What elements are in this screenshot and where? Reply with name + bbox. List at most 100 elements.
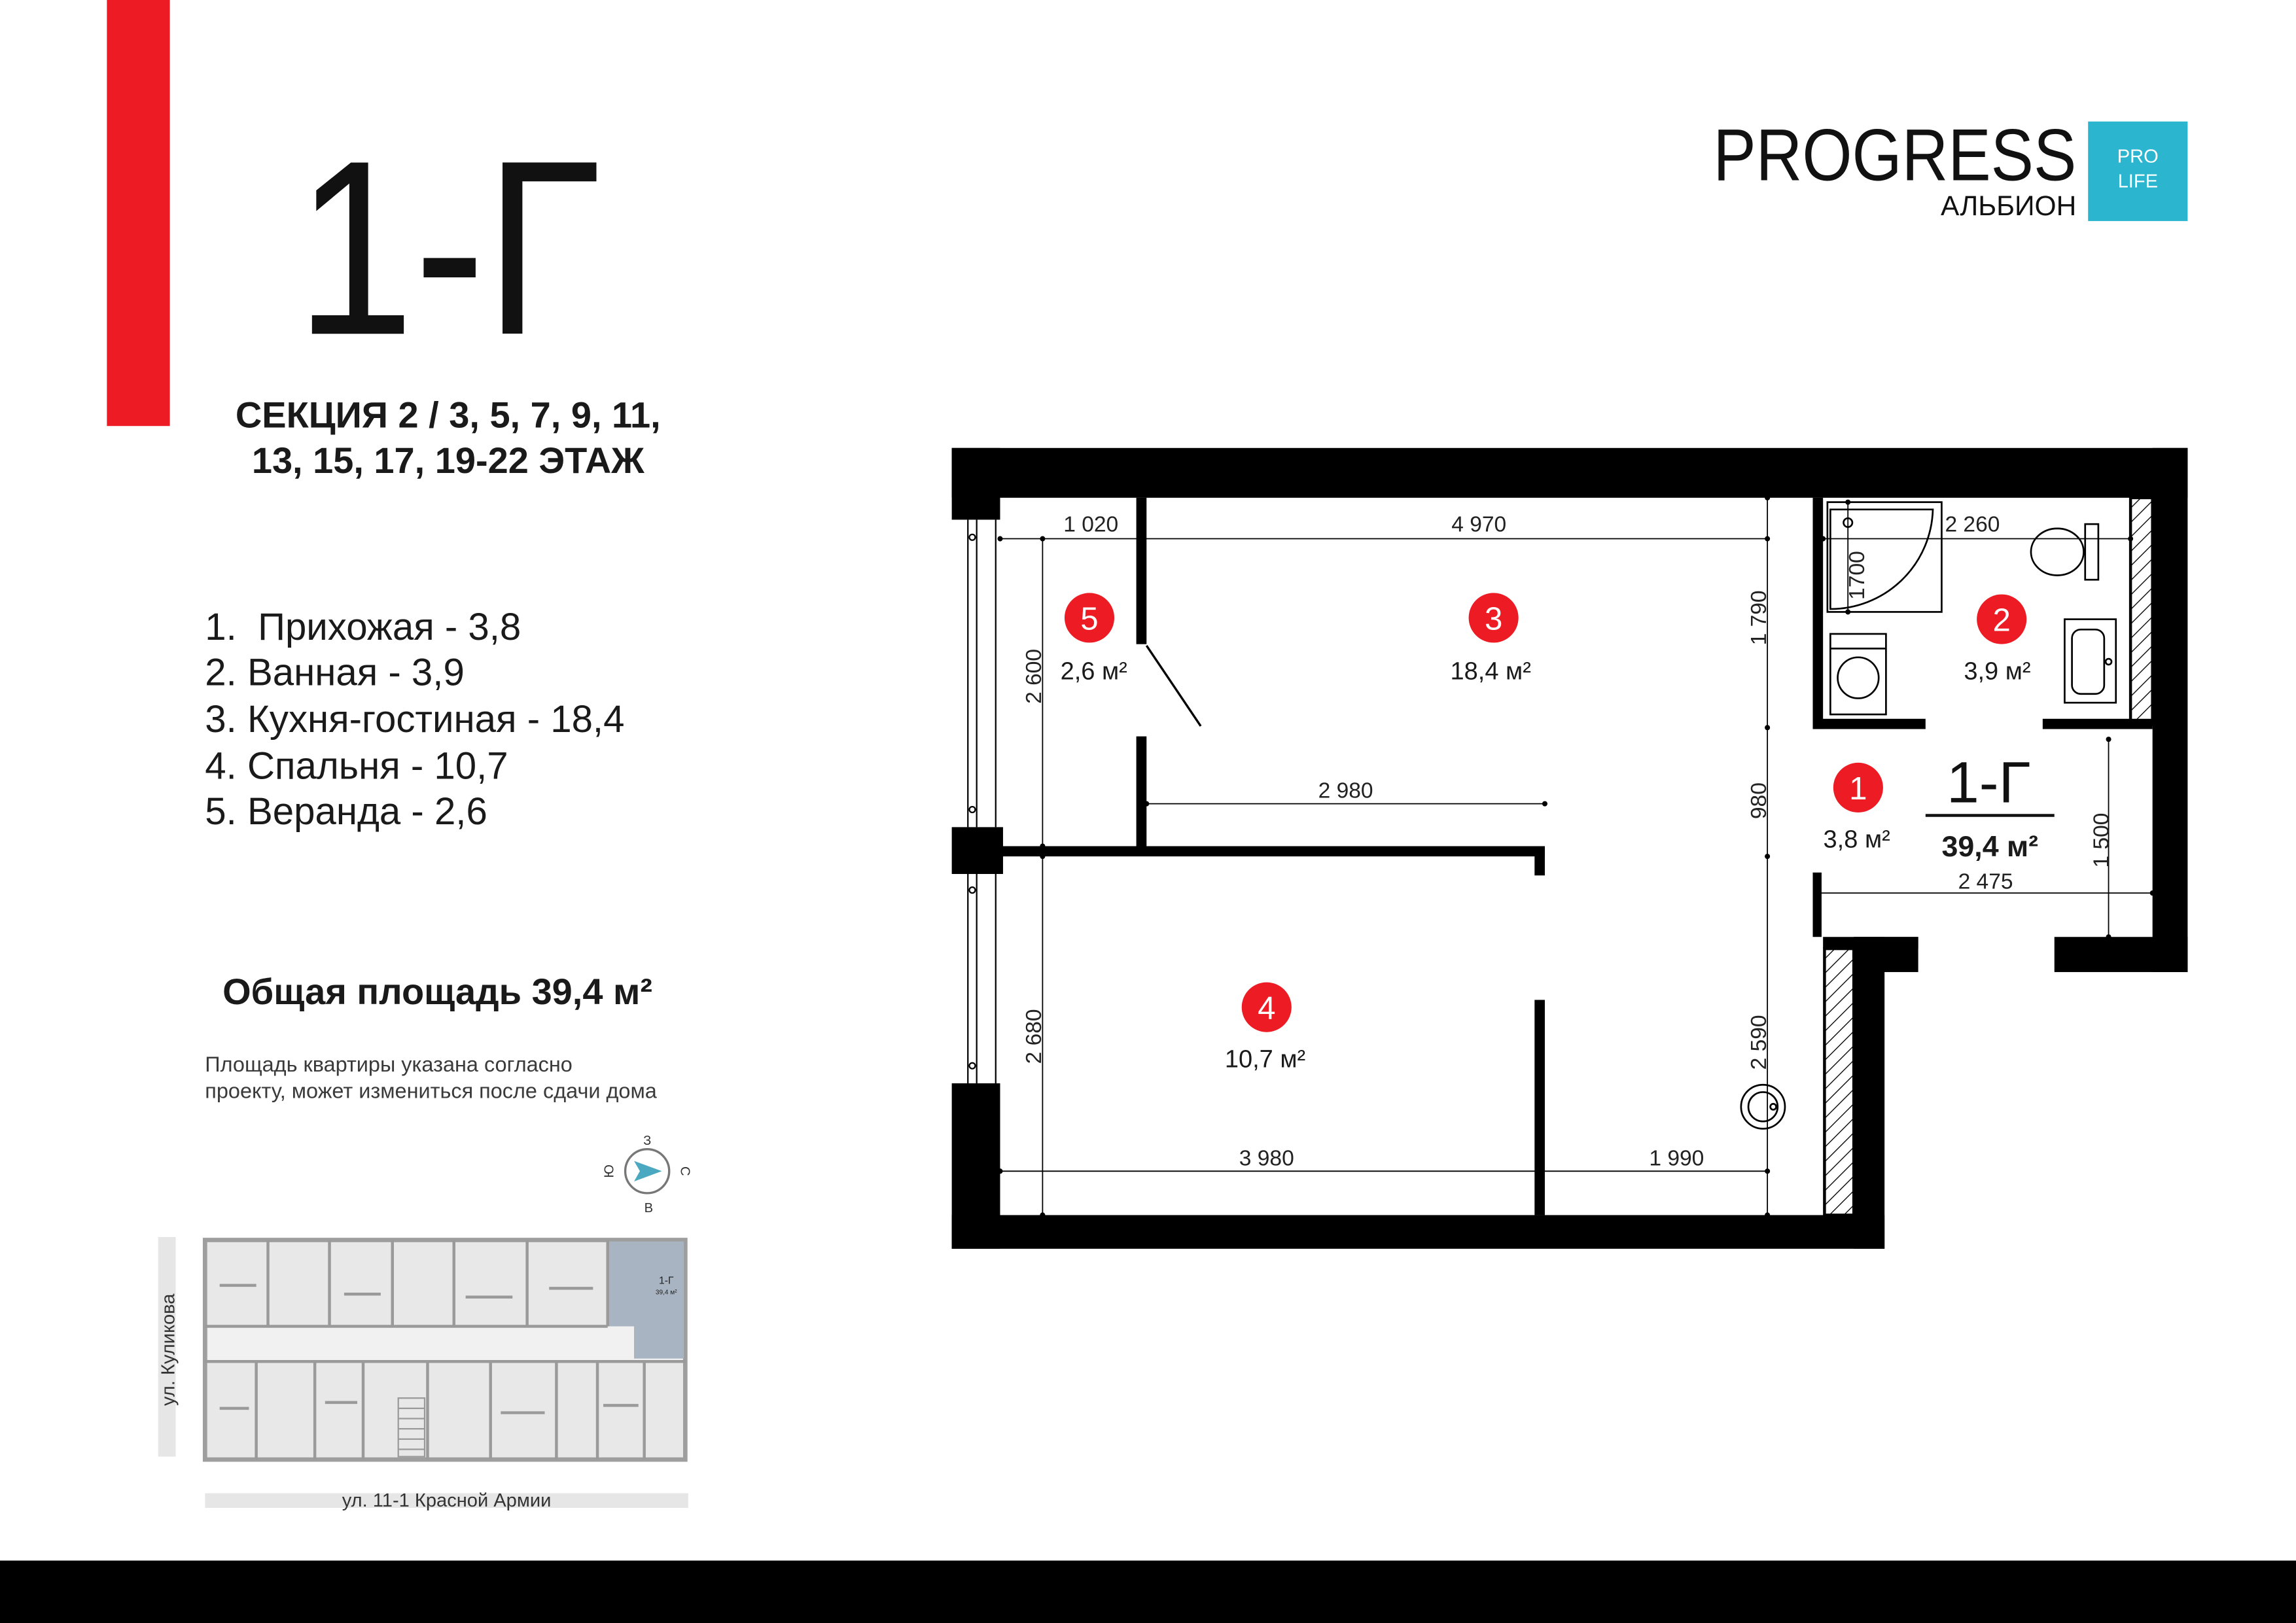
wall (951, 827, 1003, 875)
room-number-badge (1064, 593, 1115, 643)
washbasin-icon (2064, 618, 2117, 704)
site-plan: ул. Куликова ул. 11-1 Красной Армии (158, 1237, 688, 1511)
room-legend: 1. Прихожая - 3,8 2. Ванная - 3,9 3. Кух… (205, 606, 624, 833)
dimension-label: 3 980 (1239, 1146, 1294, 1170)
street-strip-south (205, 1493, 688, 1509)
legend-item: 3. Кухня-гостиная - 18,4 (205, 698, 624, 741)
area-note-line-2: проекту, может измениться после сдачи до… (205, 1079, 657, 1102)
wall (2152, 447, 2188, 972)
apartment-floor-plan: 1 020 4 970 2 260 1700 2 600 1 790 2 980… (951, 447, 2188, 1249)
dimension-label: 2 680 (1022, 1009, 1046, 1064)
dimension-label: 4 970 (1451, 512, 1506, 536)
room-marker-2: 2 3,9 м² (1964, 594, 2031, 685)
dimension-label: 2 590 (1747, 1015, 1771, 1070)
dimension-label: 2 260 (1945, 512, 2000, 536)
dimension-label: 980 (1747, 782, 1771, 819)
dimension-label: 2 475 (1958, 869, 2013, 894)
brand-project: АЛЬБИОН (1941, 191, 2076, 222)
building-walls (205, 1240, 686, 1460)
site-unit-code: 1-Г (659, 1276, 674, 1287)
compass-arrow-icon (634, 1161, 662, 1181)
window (967, 874, 997, 1084)
kitchen-sink-icon (1740, 1083, 1786, 1130)
street-label-south: ул. 11-1 Красной Армии (342, 1490, 552, 1511)
washing-machine-icon (1829, 633, 1887, 716)
compass-west: З (643, 1134, 651, 1148)
bedroom-wall (1000, 846, 1545, 857)
room-area: 3,8 м² (1824, 826, 1890, 854)
plan-unit-code: 1-Г (1947, 749, 2030, 814)
dimension-label: 2 600 (1022, 649, 1046, 704)
dimension-label: 1700 (1845, 551, 1869, 600)
window (967, 519, 997, 828)
room-marker-5: 5 2,6 м² (1061, 593, 1127, 685)
staircase (397, 1397, 426, 1457)
brand-badge-line-2: LIFE (2118, 171, 2158, 192)
wall (951, 447, 1000, 520)
unit-title: 1-Г (296, 109, 600, 387)
bathroom-wall (1812, 497, 1824, 729)
room-number: 4 (1258, 990, 1275, 1026)
bathroom-wall (1812, 718, 1926, 729)
area-note-line-1: Площадь квартиры указана согласно (205, 1053, 573, 1076)
legend-item: 4. Спальня - 10,7 (205, 745, 508, 788)
room-area: 18,4 м² (1450, 657, 1530, 685)
hatched-wall (1823, 947, 1856, 1217)
wall (2054, 937, 2188, 972)
legend-item: 2. Ванная - 3,9 (205, 651, 464, 693)
room-marker-1: 1 3,8 м² (1824, 762, 1890, 854)
dimension-label: 1 990 (1649, 1146, 1704, 1170)
dimension-label: 1 020 (1063, 512, 1118, 536)
brand-badge (2088, 121, 2188, 221)
wall (951, 1215, 1885, 1249)
compass: З В Ю С (603, 1134, 692, 1215)
room-number-badge (1468, 593, 1519, 643)
bedroom-wall (1534, 1000, 1545, 1215)
wall (1854, 937, 1918, 972)
section-floors-line-2: 13, 15, 17, 19-22 ЭТАЖ (252, 440, 645, 481)
room-number-badge (1833, 762, 1883, 813)
site-unit-area: 39,4 м² (656, 1289, 677, 1296)
room-number: 1 (1849, 771, 1867, 807)
legend-item: 1. Прихожая - 3,8 (205, 606, 521, 648)
street-label-west: ул. Куликова (158, 1293, 179, 1406)
dimension-lines (1000, 497, 2153, 1215)
section-floors-line-1: СЕКЦИЯ 2 / 3, 5, 7, 9, 11, (236, 394, 661, 435)
veranda-door-swing (1145, 644, 1202, 727)
room-marker-3: 3 18,4 м² (1450, 593, 1531, 685)
veranda-partition (1136, 497, 1147, 644)
room-number: 5 (1080, 601, 1098, 637)
legend-item: 5. Веранда - 2,6 (205, 790, 487, 833)
room-number-badge (1241, 982, 1292, 1032)
room-number-badge (1977, 594, 2027, 644)
wall (1854, 937, 1885, 1249)
room-number: 2 (1992, 602, 2010, 638)
dimension-label: 1 790 (1747, 590, 1771, 645)
compass-south: Ю (603, 1164, 617, 1178)
ventilation-shaft (2128, 496, 2154, 726)
wall (951, 447, 2188, 498)
highlighted-unit (607, 1241, 684, 1359)
plan-unit-area: 39,4 м² (1942, 830, 2039, 863)
compass-east: В (645, 1201, 653, 1215)
building-corridor (207, 1326, 682, 1362)
toilet-icon (2030, 523, 2100, 581)
dimension-label: 2 980 (1318, 779, 1373, 803)
total-area: Общая площадь 39,4 м² (222, 971, 652, 1012)
dimension-ticks (997, 495, 2155, 1218)
brand-logo: PROGRESS АЛЬБИОН PRO LIFE (1713, 114, 2188, 222)
veranda-partition (1136, 736, 1147, 846)
room-marker-4: 4 10,7 м² (1225, 982, 1305, 1073)
hall-wall (1812, 872, 1822, 937)
accent-bar (107, 0, 170, 427)
bathroom-wall (2042, 718, 2153, 729)
room-area: 3,9 м² (1964, 657, 2030, 685)
brand-badge-line-1: PRO (2117, 146, 2159, 167)
compass-north: С (678, 1166, 692, 1176)
room-area: 2,6 м² (1061, 657, 1127, 685)
bedroom-wall (1534, 846, 1545, 876)
dimension-label: 1 500 (2090, 813, 2114, 868)
brand-name: PROGRESS (1713, 114, 2076, 196)
room-area: 10,7 м² (1225, 1045, 1305, 1073)
